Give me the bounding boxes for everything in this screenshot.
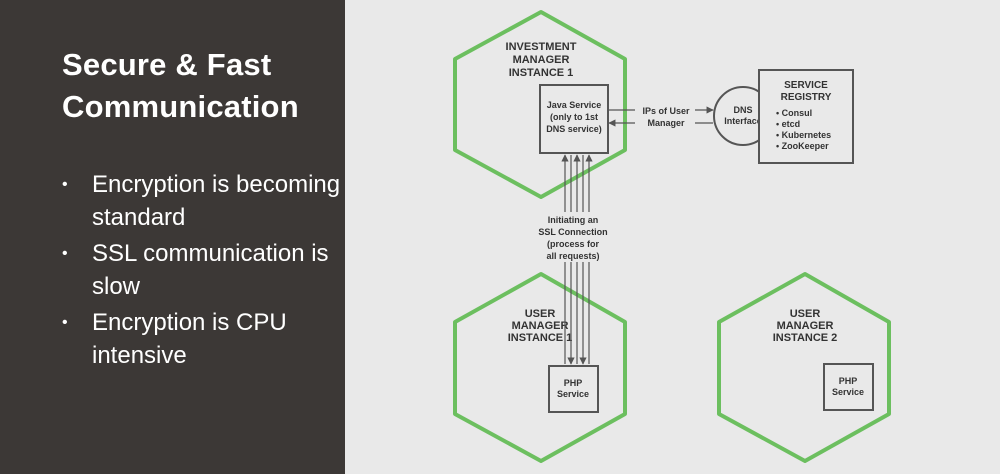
- ssl-label-3: (process for: [547, 239, 600, 249]
- investment-manager-hexagon: [453, 10, 627, 199]
- dns-interface-label-1: DNS: [733, 105, 752, 115]
- service-registry-box: SERVICE REGISTRY • Consul • etcd • Kuber…: [758, 69, 854, 164]
- php-service-1-label-1: PHP: [564, 378, 583, 388]
- java-service-label-1: Java Service: [547, 100, 602, 110]
- php-service-1-box: PHP Service: [548, 365, 599, 413]
- dns-interface-label-2: Interface: [724, 116, 762, 126]
- service-registry-item-consul: • Consul: [776, 108, 812, 118]
- user-manager-2-hexagon: [717, 272, 891, 463]
- ssl-label-2: SSL Connection: [538, 227, 607, 237]
- php-service-2-label-1: PHP: [839, 376, 858, 386]
- php-service-2-label-2: Service: [832, 387, 864, 397]
- java-service-rect: [539, 84, 609, 154]
- php-service-2-rect: [823, 363, 874, 411]
- service-registry-title-1: SERVICE: [784, 80, 828, 91]
- php-service-1-rect: [548, 365, 599, 413]
- php-service-2-box: PHP Service: [823, 363, 874, 411]
- ssl-label-4: all requests): [546, 251, 599, 261]
- bullet-item-ssl-slow: SSL communication is slow: [62, 237, 342, 303]
- user-manager-1-hexagon: [453, 272, 627, 463]
- slide-title-line-2: Communication: [62, 89, 299, 124]
- ips-label-1: IPs of User: [642, 106, 690, 116]
- investment-manager-node: INVESTMENT MANAGER INSTANCE 1: [453, 10, 627, 199]
- investment-manager-label-3: INSTANCE 1: [509, 67, 574, 79]
- service-registry-rect: [758, 69, 854, 164]
- user-manager-1-node: USER MANAGER INSTANCE 1: [453, 272, 627, 463]
- user-manager-2-label-2: MANAGER: [777, 320, 834, 332]
- java-service-label-2: (only to 1st: [550, 112, 598, 122]
- bullet-list: Encryption is becoming standard SSL comm…: [62, 168, 342, 375]
- java-service-box: Java Service (only to 1st DNS service): [539, 84, 609, 154]
- ssl-label-bg: [533, 212, 613, 262]
- user-manager-2-node: USER MANAGER INSTANCE 2: [717, 272, 891, 463]
- left-panel: Secure & Fast Communication Encryption i…: [0, 0, 345, 474]
- slide-title: Secure & Fast Communication: [62, 44, 299, 128]
- ips-label-bg: [635, 103, 695, 129]
- service-registry-item-etcd: • etcd: [776, 119, 800, 129]
- investment-manager-label-2: MANAGER: [513, 54, 570, 66]
- investment-manager-label-1: INVESTMENT: [506, 41, 577, 53]
- user-manager-2-label-3: INSTANCE 2: [773, 332, 838, 344]
- architecture-diagram: INVESTMENT MANAGER INSTANCE 1 Java Servi…: [453, 10, 891, 463]
- ssl-label-1: Initiating an: [548, 215, 599, 225]
- service-registry-item-kubernetes: • Kubernetes: [776, 130, 831, 140]
- php-service-1-label-2: Service: [557, 389, 589, 399]
- service-registry-item-zookeeper: • ZooKeeper: [776, 141, 829, 151]
- user-manager-1-label-1: USER: [525, 308, 556, 320]
- java-service-label-3: DNS service): [546, 124, 602, 134]
- bullet-item-encryption-standard: Encryption is becoming standard: [62, 168, 342, 234]
- ips-label-2: Manager: [647, 118, 685, 128]
- bullet-item-cpu-intensive: Encryption is CPU intensive: [62, 306, 342, 372]
- user-manager-1-label-2: MANAGER: [512, 320, 569, 332]
- user-manager-2-label-1: USER: [790, 308, 821, 320]
- service-registry-title-2: REGISTRY: [781, 92, 832, 103]
- user-manager-1-label-3: INSTANCE 1: [508, 332, 573, 344]
- slide-title-line-1: Secure & Fast: [62, 47, 272, 82]
